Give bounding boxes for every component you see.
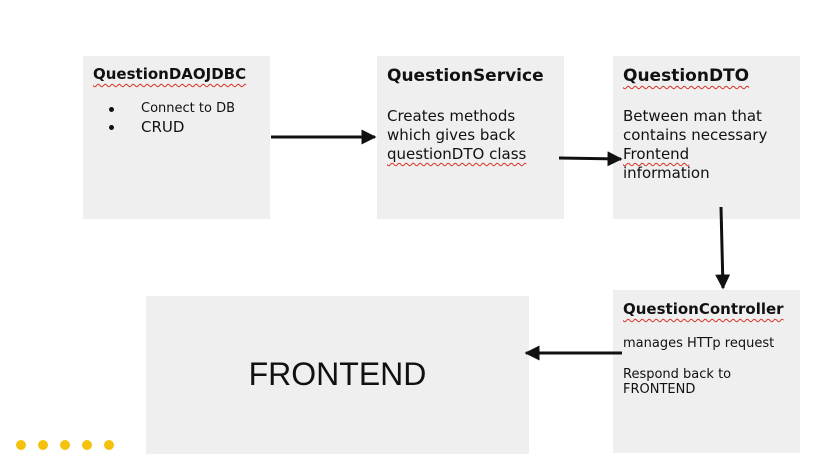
node-question-dto: QuestionDTO Between man that contains ne… — [613, 56, 800, 219]
decorative-dot — [104, 440, 114, 450]
controller-respond-text: Respond back to FRONTEND — [623, 367, 732, 397]
node-title-dao: QuestionDAOJDBC — [93, 65, 247, 83]
dao-bullet-connect: Connect to DB — [109, 100, 235, 118]
decorative-dot — [60, 440, 70, 450]
service-description: Creates methods which gives back questio… — [387, 107, 555, 164]
dao-bullet-crud: CRUD — [109, 118, 235, 136]
node-title-service: QuestionService — [387, 66, 544, 86]
node-question-service: QuestionService Creates methods which gi… — [377, 56, 564, 219]
node-question-dao-jdbc: QuestionDAOJDBC Connect to DB CRUD — [83, 56, 270, 219]
dao-bullet-list: Connect to DB CRUD — [109, 100, 235, 136]
frontend-label: FRONTEND — [248, 356, 427, 392]
node-frontend: FRONTEND — [146, 296, 529, 454]
arrow-dto-to-controller — [715, 206, 731, 290]
service-desc-line: which gives back — [387, 126, 516, 144]
node-title-dto: QuestionDTO — [623, 66, 750, 86]
decorative-dot — [82, 440, 92, 450]
dto-desc-line: information — [623, 164, 710, 182]
node-question-controller: QuestionController manages HTTp request … — [613, 290, 800, 453]
decorative-dot — [16, 440, 26, 450]
dto-description: Between man that contains necessary Fron… — [623, 107, 803, 183]
dto-desc-line: Between man that — [623, 107, 762, 125]
node-title-controller: QuestionController — [623, 300, 784, 318]
service-desc-line: questionDTO class — [387, 145, 527, 163]
service-desc-line: Creates methods — [387, 107, 516, 125]
controller-manage-text: manages HTTp request — [623, 336, 775, 351]
dto-desc-line: Frontend — [623, 145, 690, 163]
decorative-dot — [38, 440, 48, 450]
arrow-service-to-dto — [558, 151, 623, 167]
dto-desc-line: contains necessary — [623, 126, 768, 144]
